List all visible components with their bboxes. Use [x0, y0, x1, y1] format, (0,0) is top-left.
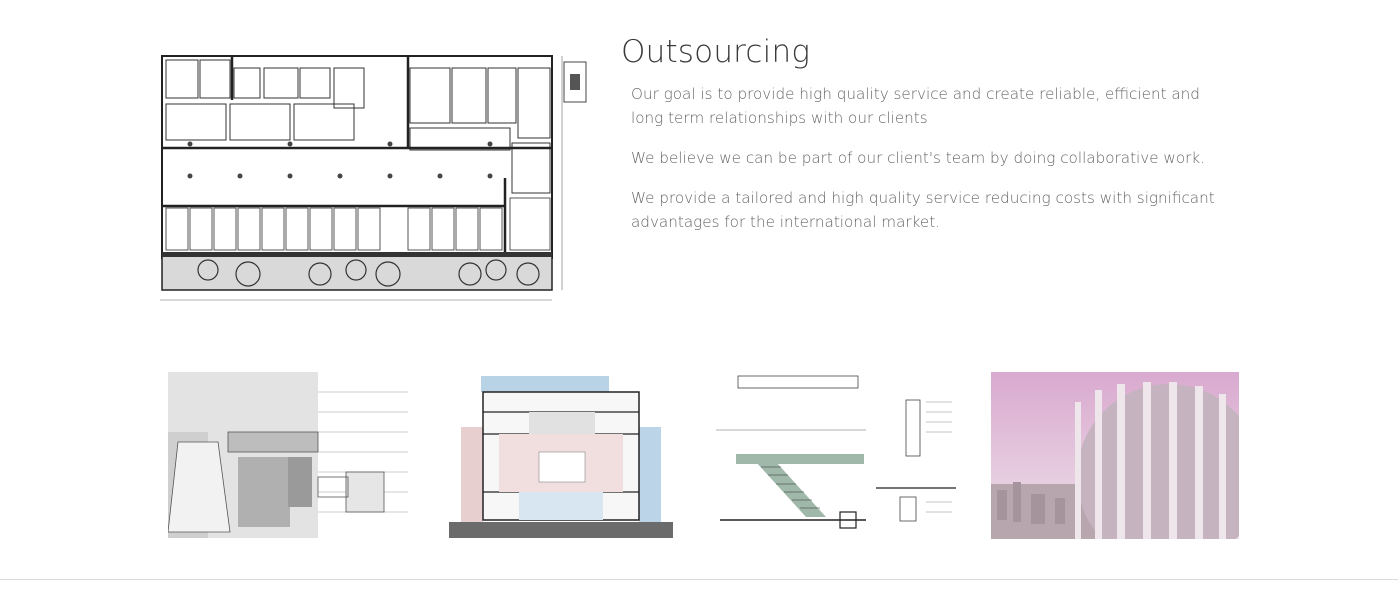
section-title: Outsourcing — [621, 34, 811, 70]
footer-divider — [0, 579, 1398, 580]
gallery-image-detail-section[interactable] — [168, 372, 408, 538]
gallery-image-sphere-render[interactable] — [991, 372, 1239, 539]
floor-plan-image — [160, 48, 592, 318]
paragraph-goal: Our goal is to provide high quality serv… — [631, 85, 1200, 127]
paragraph-tailored-service: We provide a tailored and high quality s… — [631, 189, 1215, 231]
gallery-image-building-section[interactable] — [449, 372, 673, 538]
gallery-image-stair-detail[interactable] — [716, 372, 960, 538]
paragraph-collaboration: We believe we can be part of our client'… — [631, 149, 1205, 167]
